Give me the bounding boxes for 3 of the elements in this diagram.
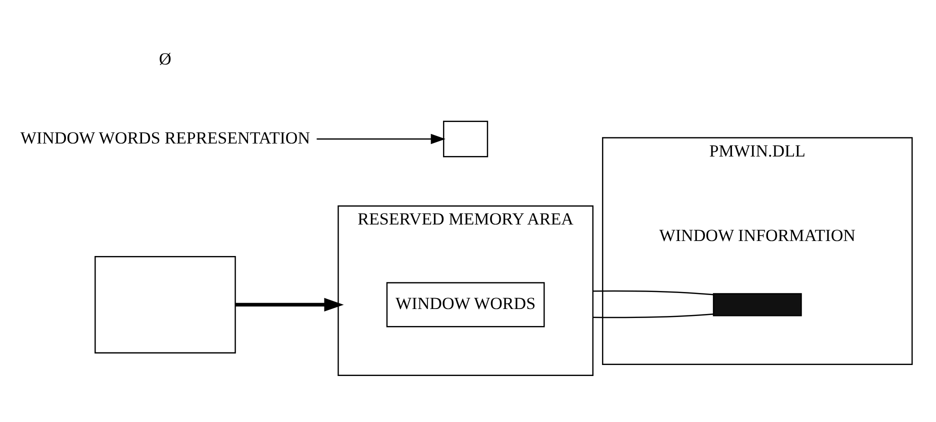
node-text: WINDOW WORDS REPRESENTATION: [20, 128, 310, 148]
label: Ø: [159, 48, 172, 68]
node-label: WINDOW INFORMATION: [659, 225, 856, 244]
